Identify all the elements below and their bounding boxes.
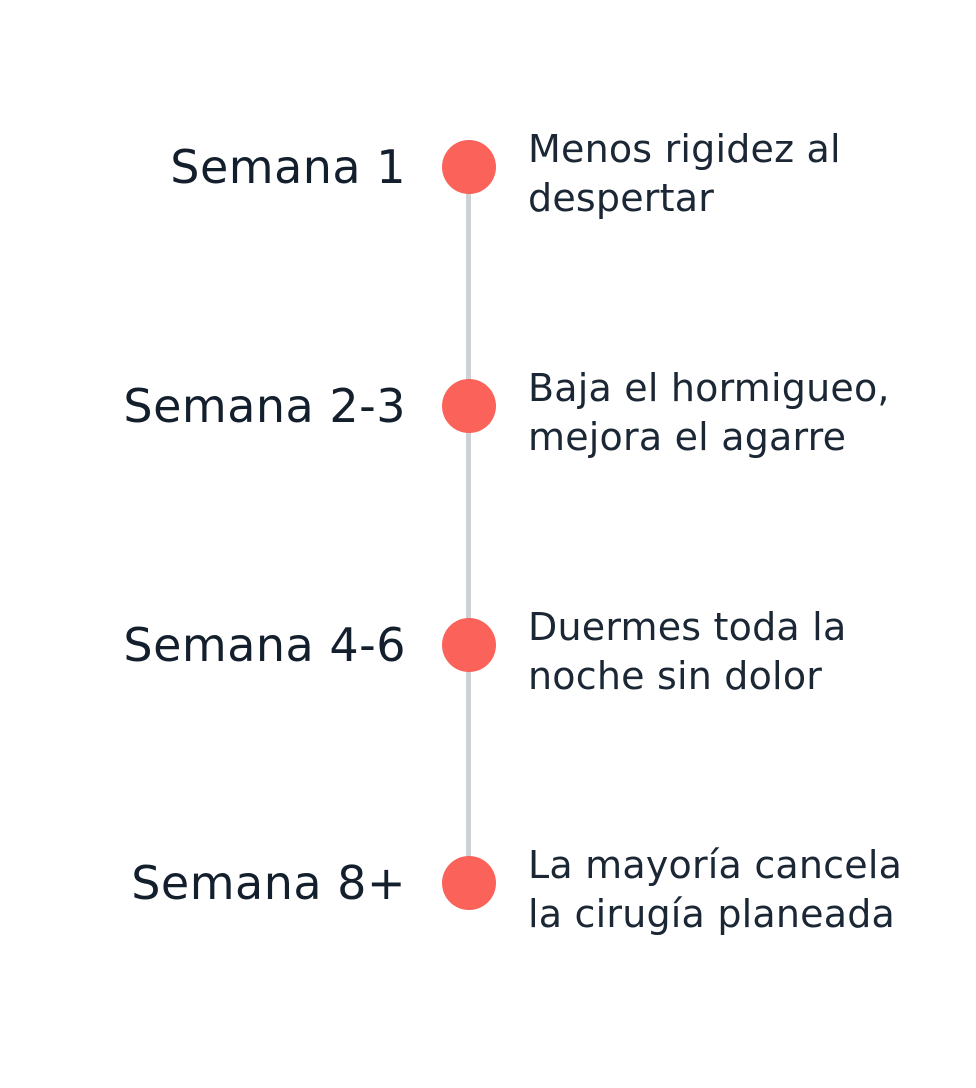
timeline-line [466,166,471,886]
milestone-description-line: noche sin dolor [528,654,823,698]
milestone-dot [442,618,496,672]
milestone-description-line: mejora el agarre [528,415,847,459]
milestone-description-line: la cirugía planeada [528,892,896,936]
milestone-week-label: Semana 8+ [131,856,406,910]
milestone-week-label: Semana 1 [170,140,406,194]
milestone-description-line: despertar [528,176,715,220]
milestone-dot [442,856,496,910]
milestone-description-line: Menos rigidez al [528,127,841,171]
milestone-week-label: Semana 2-3 [123,379,406,433]
milestone-description-line: La mayoría cancela [528,843,903,887]
milestone-description: Duermes toda la noche sin dolor [528,603,968,701]
milestone-description-line: Baja el hormigueo, [528,366,890,410]
milestone-description-line: Duermes toda la [528,605,847,649]
milestone-dot [442,379,496,433]
milestone-week-label: Semana 4-6 [123,618,406,672]
milestone-description: La mayoría cancela la cirugía planeada [528,841,968,939]
milestone-dot [442,140,496,194]
milestone-description: Baja el hormigueo, mejora el agarre [528,364,968,462]
milestone-description: Menos rigidez al despertar [528,125,968,223]
